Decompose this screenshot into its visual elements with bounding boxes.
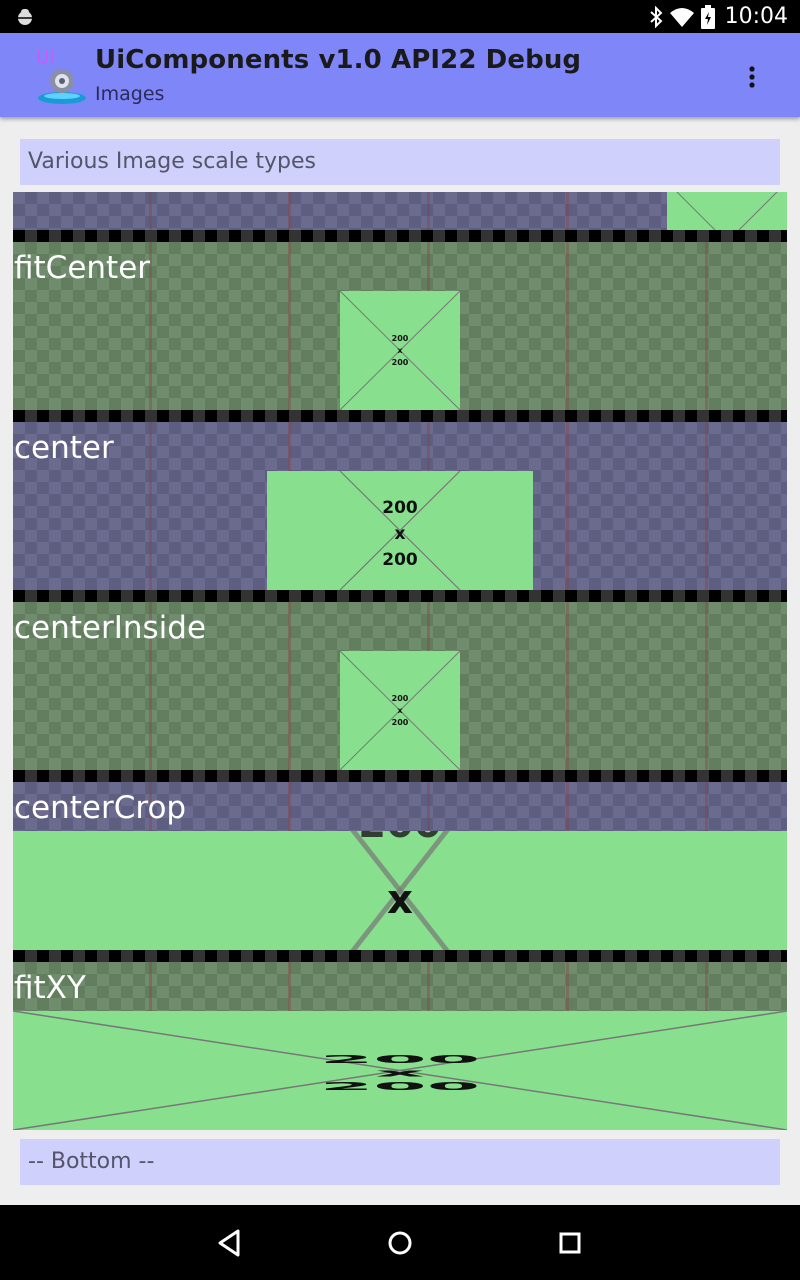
bottom-marker: -- Bottom --: [20, 1139, 780, 1185]
image-text-mid: x: [395, 524, 406, 544]
image-text-top: 200: [358, 831, 442, 847]
image-text-bottom: 200: [392, 358, 409, 367]
centercrop-row: centerCrop 200 x 200: [13, 782, 787, 950]
center-row: center 200 x 200: [13, 422, 787, 590]
centerinside-label: centerInside: [14, 610, 207, 646]
divider: [13, 950, 787, 962]
back-icon[interactable]: [212, 1225, 248, 1261]
image-text-bottom: 200: [320, 1080, 480, 1093]
centerinside-image: 200 x 200: [340, 651, 460, 770]
image-text-mid: x: [387, 877, 413, 923]
navigation-bar: [0, 1205, 800, 1280]
home-icon[interactable]: [382, 1225, 418, 1261]
image-text-bottom: 200: [392, 718, 409, 727]
logo-text: UI: [36, 47, 54, 68]
fitxy-row: fitXY 200 x 200: [13, 962, 787, 1130]
image-text-top: 200: [392, 334, 409, 343]
status-bar: 10:04: [0, 0, 800, 33]
fitcenter-image: 200 x 200: [340, 291, 460, 410]
more-vert-icon[interactable]: [740, 63, 764, 91]
fitxy-image: 200 x 200: [13, 1011, 787, 1130]
centerinside-row: centerInside 200 x 200: [13, 602, 787, 770]
recents-icon[interactable]: [552, 1225, 588, 1261]
divider: [13, 410, 787, 422]
centercrop-label: centerCrop: [14, 790, 187, 826]
centercrop-image: 200 x 200: [13, 831, 787, 950]
fitxy-label: fitXY: [14, 970, 86, 1006]
image-text-mid: x: [397, 346, 403, 355]
image-text-top: 200: [392, 694, 409, 703]
image-scale-list[interactable]: fitCenter 200 x 200 center 200 x 200: [13, 192, 787, 1130]
section-header: Various Image scale types: [20, 139, 780, 185]
image-text-mid: x: [375, 1066, 425, 1079]
image-text-mid: x: [397, 706, 403, 715]
divider: [13, 590, 787, 602]
app-logo: UI: [36, 47, 86, 104]
divider: [13, 230, 787, 242]
app-bar: UI UiComponents v1.0 API22 Debug Images: [0, 33, 800, 117]
center-label: center: [14, 430, 114, 466]
image-text-bottom: 200: [358, 947, 442, 950]
divider: [13, 770, 787, 782]
image-text-bottom: 200: [382, 550, 418, 570]
image-text-top: 200: [320, 1053, 480, 1066]
app-title: UiComponents v1.0 API22 Debug: [95, 45, 582, 75]
fitcenter-label: fitCenter: [14, 250, 151, 286]
image-text-top: 200: [382, 498, 418, 518]
app-subtitle: Images: [95, 83, 165, 105]
battery-icon: [700, 4, 715, 29]
partial-image-row: [13, 192, 787, 230]
bluetooth-icon: [649, 5, 663, 28]
center-image: 200 x 200: [267, 471, 533, 590]
clock: 10:04: [724, 4, 788, 29]
partial-image: [667, 192, 787, 230]
fitcenter-row: fitCenter 200 x 200: [13, 242, 787, 410]
wifi-icon: [669, 7, 694, 27]
status-icons: 10:04: [649, 0, 788, 33]
debug-icon: [17, 9, 33, 25]
